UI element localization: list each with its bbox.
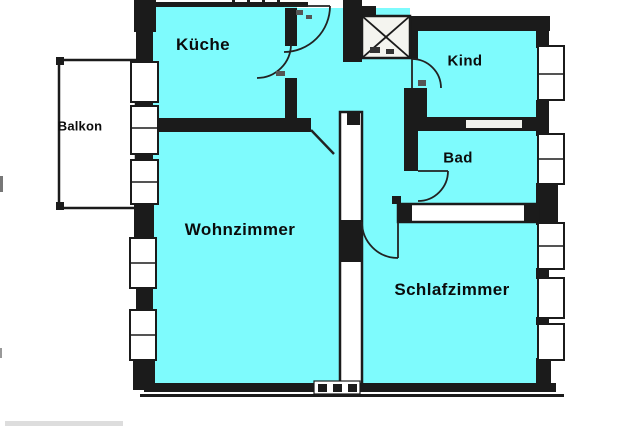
vent-mark: [318, 384, 327, 392]
wall-top-left-corner: [134, 0, 156, 32]
central-wall-cap: [347, 112, 360, 125]
window-schlafzimmer-2: [537, 277, 565, 319]
wall-right-block: [536, 183, 558, 225]
wall-kueche-right-upper: [285, 8, 297, 46]
balkon-corner-tick: [56, 202, 64, 210]
wall-left-block-below-balcony: [134, 204, 154, 240]
wall-left-pier: [136, 30, 153, 62]
door-marks: [276, 10, 426, 86]
entrance-door-arc: [283, 5, 331, 53]
kueche-door-arc: [256, 43, 292, 79]
wall-bottom-right-corner: [536, 358, 551, 390]
wall-bad-bottom: [396, 202, 540, 224]
kind-door-mark: [418, 80, 426, 86]
bad-area: [410, 126, 540, 218]
schlafzimmer-area: [348, 214, 540, 385]
kueche-area: [150, 5, 297, 132]
room-label-wohnzimmer: Wohnzimmer: [184, 220, 296, 239]
shaft-mark: [370, 47, 380, 53]
window-kind: [537, 45, 565, 101]
window-hatch-tick: [247, 0, 250, 7]
wall-bad-left: [404, 131, 418, 171]
wall-kueche-top: [150, 2, 308, 7]
shaft: [360, 14, 412, 60]
balkon-corner-tick: [56, 57, 64, 65]
south-hall-wall: [392, 196, 540, 224]
edge-artifact: [0, 176, 3, 192]
kueche-door-mark: [276, 71, 285, 76]
schlafzimmer-door-arc: [361, 221, 399, 259]
wall-right-pier: [536, 268, 549, 279]
entrance-mark: [296, 10, 303, 15]
window-mullions: [130, 73, 564, 336]
door-frame-tick: [392, 196, 401, 204]
room-label-kind: Kind: [447, 52, 483, 70]
balkon-structure: [56, 57, 138, 210]
wohnzimmer-door-leaf: [310, 129, 335, 155]
wall-right-pier: [536, 317, 549, 325]
shaft-mark: [386, 49, 394, 54]
wall-kind-left-pier: [404, 88, 427, 117]
wall-entrance-column: [343, 0, 362, 62]
room-label-kueche: Küche: [176, 35, 230, 54]
wall-kind-top: [404, 16, 550, 31]
entrance-mark: [306, 15, 312, 19]
wall-bottom-outer-line: [140, 394, 564, 397]
scan-artifacts: [0, 176, 123, 426]
wall-right-segment: [536, 24, 549, 48]
room-label-bad: Bad: [443, 149, 473, 167]
smudge-artifact: [5, 421, 123, 426]
kind-door-arc: [411, 58, 442, 89]
vent-mark: [348, 384, 357, 392]
window-hatch-tick: [232, 0, 235, 7]
vent-mark: [333, 384, 342, 392]
window-left-upper: [130, 61, 159, 103]
room-label-balkon: Balkon: [57, 118, 103, 134]
wall-door-frame-block: [398, 204, 412, 222]
doors: [256, 5, 449, 259]
window-left-mid: [130, 105, 159, 155]
balkon-outline: [57, 58, 138, 210]
central-wall-chimney-block: [340, 220, 362, 262]
wohnzimmer-area: [150, 124, 350, 385]
window-hatch-tick: [262, 0, 265, 7]
bottom-vents: [313, 380, 361, 395]
wall-wohnzimmer-top: [148, 118, 311, 132]
wall-inset: [466, 120, 522, 128]
kind-area: [410, 22, 540, 122]
central-wall: [338, 110, 364, 386]
window-hatch-tick: [277, 0, 280, 7]
room-label-schlafzimmer: Schlafzimmer: [394, 280, 510, 299]
window-schlafzimmer-3: [537, 323, 565, 361]
wall-end-block: [524, 204, 538, 222]
wall-bottom-left-corner: [133, 358, 155, 390]
wall-kueche-right-lower: [285, 78, 297, 124]
edge-artifact: [0, 348, 2, 358]
wall-left-pier: [136, 286, 153, 310]
wall-right-segment: [536, 100, 549, 136]
bad-door-arc: [417, 170, 449, 202]
